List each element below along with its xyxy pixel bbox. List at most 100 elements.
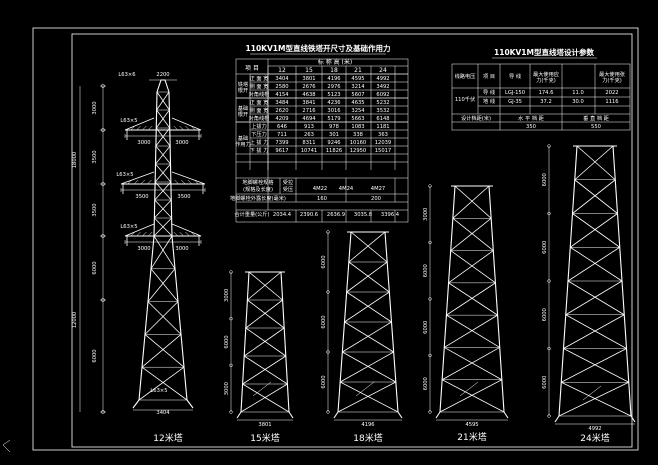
cell-4-1: 2716 (302, 108, 315, 114)
group-force: 基础 (238, 134, 248, 142)
side-span-v0: 350 (526, 124, 536, 130)
dim-dot (229, 270, 233, 274)
arm-dim-r-1: 3500 (177, 194, 190, 200)
row-label-8: 上 拔 力 (250, 138, 269, 146)
cell-0-2: 4196 (327, 76, 340, 82)
cell-9-2: 11826 (326, 148, 343, 154)
cell-5-1: 4694 (302, 116, 316, 122)
cell-9-3: 12950 (350, 148, 367, 154)
dim-dot (547, 211, 551, 216)
dim-dot (101, 182, 105, 186)
tower-label-15: 15米塔 (250, 432, 279, 444)
line (173, 125, 178, 131)
dim-dot (101, 234, 105, 238)
line (171, 171, 206, 185)
dim-dot (101, 410, 105, 414)
tower-dim-3-3: 6000 (542, 376, 548, 389)
line (155, 109, 170, 129)
line (142, 231, 147, 237)
side-type-1: GJ-35 (508, 99, 522, 105)
total-3: 3035.8 (354, 212, 372, 218)
side-h3b: 力(千克) (536, 76, 556, 84)
tower-width-0: 3801 (258, 422, 271, 428)
side-voltage: 110千伏 (455, 95, 475, 103)
row-label-7: 下压力 (251, 130, 267, 138)
cell-3-2: 4236 (327, 100, 340, 106)
bolt-v1: 4M24 (339, 186, 354, 192)
tower-width-2: 4595 (465, 422, 478, 428)
cell-0-4: 4992 (376, 76, 389, 82)
cell-1-3: 3214 (351, 84, 365, 90)
dim-dot (101, 298, 105, 302)
cell-4-3: 3254 (351, 108, 365, 114)
side-h1: 项 目 (483, 73, 495, 80)
total-label: 合计重量(公斤) (234, 210, 269, 218)
row-label-1: 侧 面 宽 (250, 82, 269, 90)
line (136, 231, 141, 237)
tower-dim-0-0: 3000 (224, 289, 230, 302)
side-table-title: 110KV1M型直线塔设计参数 (494, 47, 594, 57)
line (130, 231, 135, 237)
line (572, 179, 616, 214)
line (154, 199, 172, 219)
line (247, 271, 282, 301)
line (240, 271, 250, 413)
dim-dot (229, 363, 233, 367)
line (154, 163, 171, 183)
line (144, 334, 185, 368)
tower-dim-0-2: 3000 (224, 382, 230, 395)
line (138, 366, 185, 401)
line (130, 125, 135, 131)
dim-dot (428, 184, 432, 188)
line (446, 314, 500, 348)
line (147, 179, 152, 185)
line (574, 179, 618, 214)
cell-6-1: 913 (304, 124, 314, 130)
cell-4-0: 2620 (275, 108, 288, 114)
dim-dot (326, 350, 330, 354)
line (179, 231, 184, 237)
cell-8-4: 12039 (375, 140, 392, 146)
dim-dot (229, 317, 233, 321)
line (348, 231, 386, 263)
cell-2-0: 4154 (275, 92, 289, 98)
legs-1 (333, 411, 403, 419)
cell-8-3: 10160 (350, 140, 367, 146)
side-span-h0: 水 平 档 距 (518, 114, 544, 122)
line (148, 231, 153, 237)
dim-dot (428, 410, 432, 414)
line (138, 235, 155, 401)
tower-label-12: 12米塔 (153, 432, 182, 444)
line (574, 145, 614, 181)
tower-dim-1-0: 6000 (321, 255, 327, 268)
cell-5-2: 5179 (327, 116, 340, 122)
group-found2: 根开 (238, 110, 248, 118)
line (141, 334, 182, 368)
line (127, 179, 132, 185)
line (448, 250, 494, 284)
cell-8-0: 7399 (275, 140, 288, 146)
cell-7-2: 301 (329, 132, 339, 138)
main-table-title: 110KV1M型直线铁塔开尺寸及基础作用力 (246, 43, 391, 53)
side-item-1: 地 线 (483, 97, 495, 105)
line (452, 217, 494, 251)
cell-2-4: 6092 (376, 92, 389, 98)
line (120, 171, 155, 185)
side-b-0: 11.0 (572, 90, 584, 96)
line (174, 179, 179, 185)
cell-3-4: 5232 (376, 100, 389, 106)
bolt-exp-v0: 160 (317, 196, 327, 202)
arm-label-0: L63×5 (120, 118, 137, 124)
cell-7-0: 711 (277, 132, 287, 138)
line (561, 348, 627, 383)
dim-dot (101, 128, 105, 132)
cell-7-3: 338 (353, 132, 363, 138)
row-label-4: 侧 面 宽 (250, 106, 269, 114)
tower-dim-1-1: 6000 (321, 315, 327, 328)
side-tension-1: 1116 (605, 99, 618, 105)
line (444, 347, 503, 381)
total-0: 2034.4 (273, 212, 292, 218)
line (154, 181, 172, 201)
arm-dim-r-0: 3000 (175, 140, 188, 146)
